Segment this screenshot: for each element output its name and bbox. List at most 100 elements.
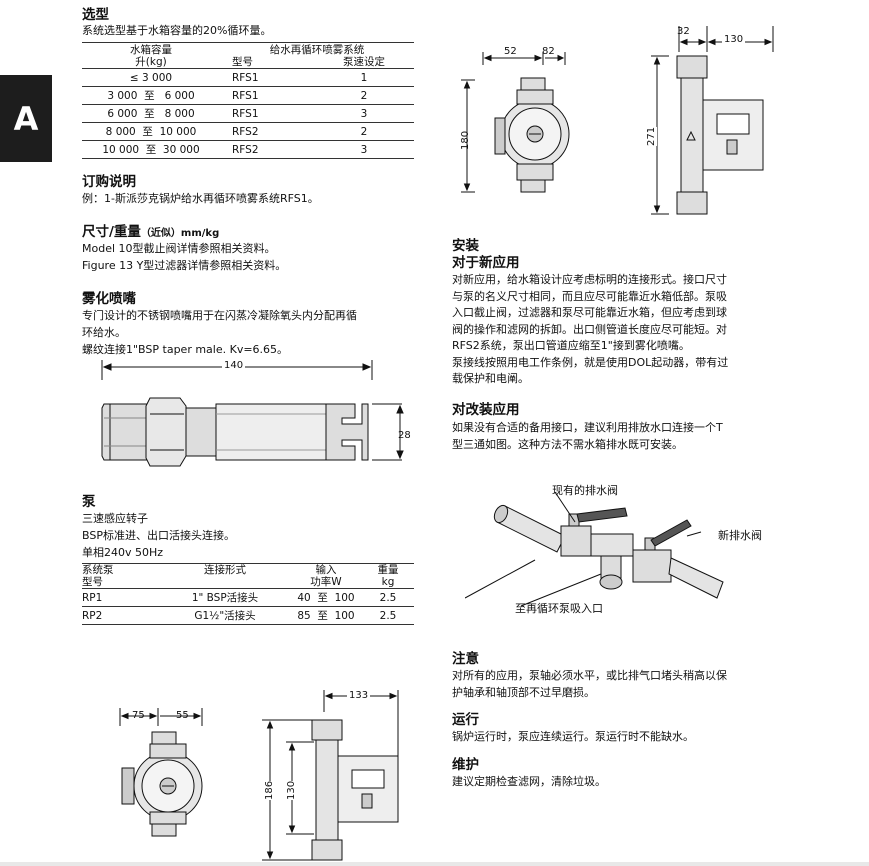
note-title: 注意	[452, 651, 479, 667]
bottom-dim-a: 75	[132, 710, 145, 721]
retrofit-text: 如果没有合适的备用接口，建议利用排放水口连接一个T 型三通如图。这种方法不需水箱排…	[452, 420, 723, 453]
cell-model: RFS2	[220, 140, 314, 159]
pump-col-weight-2: kg	[381, 575, 395, 588]
nozzle-line1: 专门设计的不锈钢喷嘴用于在闪蒸冷凝除氧头内分配再循	[82, 309, 357, 322]
bottom-dim-c: 133	[347, 690, 371, 701]
top-dim-d: 130	[722, 34, 746, 45]
selection-desc: 系统选型基于水箱容量的20%循环量。	[82, 24, 272, 37]
bottom-dim-h2: 130	[286, 780, 297, 800]
pump-cell-power: 85 至 100	[290, 606, 362, 625]
pump-col-conn: 连接形式	[160, 563, 290, 589]
label-new-valve: 新排水阀	[718, 529, 762, 542]
section-tab: A	[0, 75, 52, 162]
nozzle-line2: 环给水。	[82, 326, 126, 339]
retrofit-title: 对改装应用	[452, 402, 520, 418]
pump-cell-model: RP1	[82, 588, 160, 607]
pump-drawing-top	[461, 26, 774, 215]
text-line: 对新应用，给水箱设计应考虑标明的连接形式。接口尺寸	[452, 273, 727, 286]
cell-model: RFS2	[220, 122, 314, 141]
cell-capacity: 8 000 至 10 000	[82, 122, 220, 141]
install-subtitle: 对于新应用	[452, 255, 520, 271]
pump-drawing-bottom	[119, 690, 399, 861]
label-pump-inlet: 至再循环泵吸入口	[515, 602, 603, 615]
dimensions-unit: （近似）mm/kg	[140, 228, 220, 239]
text-line: 如果没有合适的备用接口，建议利用排放水口连接一个T	[452, 421, 723, 434]
ordering-text: 例：1-斯派莎克锅炉给水再循环喷雾系统RFS1。	[82, 192, 319, 205]
dimensions-line2: Figure 13 Y型过滤器详情参照相关资料。	[82, 259, 287, 272]
label-existing-valve: 现有的排水阀	[552, 484, 618, 497]
pump-cell-weight: 2.5	[362, 588, 414, 607]
pump-title: 泵	[82, 494, 96, 510]
install-title: 安装	[452, 238, 479, 254]
col-capacity-1: 水箱容量	[130, 44, 172, 56]
install-text: 对新应用，给水箱设计应考虑标明的连接形式。接口尺寸与泵的名义尺寸相同，而且应尽可…	[452, 272, 728, 388]
maintenance-title: 维护	[452, 757, 479, 773]
text-line: 对所有的应用，泵轴必须水平，或比排气口堵头稍高以保	[452, 669, 727, 682]
cell-capacity: 10 000 至 30 000	[82, 140, 220, 159]
pump-cell-power: 40 至 100	[290, 588, 362, 607]
ordering-title: 订购说明	[82, 174, 136, 190]
dimensions-title: 尺寸/重量（近似）mm/kg	[82, 224, 220, 240]
col-capacity-2: 升(kg)	[135, 56, 167, 68]
text-line: 与泵的名义尺寸相同，而且应尽可能靠近水箱低部。泵吸	[452, 289, 727, 303]
cell-capacity: 6 000 至 8 000	[82, 104, 220, 123]
col-speed: 泵速设定	[343, 56, 385, 68]
top-dim-b: 82	[542, 46, 555, 57]
top-dim-h: 180	[460, 130, 471, 150]
text-line: 阀的操作和滤网的拆卸。出口侧管道长度应尽可能短。对	[452, 322, 727, 336]
cell-speed: 1	[314, 68, 414, 87]
cell-speed: 3	[314, 104, 414, 123]
cell-model: RFS1	[220, 104, 314, 123]
cell-speed: 3	[314, 140, 414, 159]
maintenance-text: 建议定期检查滤网，清除垃圾。	[452, 775, 606, 788]
text-line: 型三通如图。这种方法不需水箱排水既可安装。	[452, 437, 683, 451]
pump-line3: 单相240v 50Hz	[82, 546, 164, 559]
cell-capacity: 3 000 至 6 000	[82, 86, 220, 105]
bottom-dim-b: 55	[176, 710, 189, 721]
cell-model: RFS1	[220, 86, 314, 105]
cell-model: RFS1	[220, 68, 314, 87]
bottom-dim-h1: 186	[264, 780, 275, 800]
col-model: 型号	[232, 56, 253, 68]
cell-speed: 2	[314, 86, 414, 105]
pump-cell-conn: G1½"活接头	[160, 606, 290, 625]
nozzle-line3: 螺纹连接1"BSP taper male. Kv=6.65。	[82, 343, 289, 356]
dimensions-line1: Model 10型截止阀详情参照相关资料。	[82, 242, 276, 255]
cell-capacity: ≤ 3 000	[82, 68, 220, 87]
text-line: 入口截止阀，过滤器和泵尽可能靠近水箱，但应考虑到球	[452, 306, 727, 319]
pump-line2: BSP标准进、出口活接头连接。	[82, 529, 235, 542]
nozzle-dim-dia: 28	[398, 430, 411, 441]
top-dim-e: 271	[646, 126, 657, 146]
text-line: RFS2系统，泵出口管道应缩至1"接到雾化喷嘴。	[452, 339, 690, 352]
selection-title: 选型	[82, 7, 109, 23]
nozzle-drawing	[101, 360, 404, 467]
note-text: 对所有的应用，泵轴必须水平，或比排气口堵头稍高以保护轴承和轴顶部不过早磨损。	[452, 668, 727, 701]
pump-col-model-1: 系统泵	[82, 564, 114, 576]
nozzle-dim-length: 140	[222, 360, 246, 371]
pump-line1: 三速感应转子	[82, 512, 148, 525]
pump-cell-conn: 1" BSP活接头	[160, 588, 290, 607]
pump-col-power-1: 输入	[315, 564, 337, 576]
nozzle-title: 雾化喷嘴	[82, 291, 136, 307]
pump-col-weight-1: 重量	[377, 564, 399, 576]
operation-text: 锅炉运行时，泵应连续运行。泵运行时不能缺水。	[452, 730, 694, 743]
text-line: 泵接线按照用电工作条例，就是使用DOL起动器，带有过	[452, 355, 729, 369]
text-line: 载保护和电阐。	[452, 372, 529, 385]
operation-title: 运行	[452, 712, 479, 728]
text-line: 护轴承和轴顶部不过早磨损。	[452, 685, 595, 699]
pump-cell-weight: 2.5	[362, 606, 414, 625]
pump-cell-model: RP2	[82, 606, 160, 625]
top-dim-c: 32	[677, 26, 690, 37]
cell-speed: 2	[314, 122, 414, 141]
col-system: 给水再循环喷雾系统	[220, 42, 414, 56]
pump-col-model-2: 型号	[82, 575, 103, 588]
retrofit-drawing	[465, 491, 724, 607]
